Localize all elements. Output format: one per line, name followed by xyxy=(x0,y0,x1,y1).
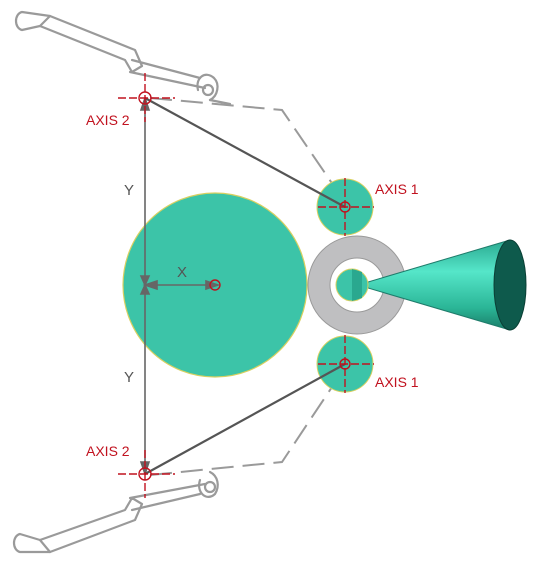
large-wheel-center-marker xyxy=(209,279,221,291)
axis-markers xyxy=(118,73,374,498)
axis-links xyxy=(144,97,346,475)
axis2-top-label: AXIS 2 xyxy=(86,112,130,128)
axis1-top-label: AXIS 1 xyxy=(375,181,419,197)
axis1-top-marker xyxy=(318,178,374,236)
upper-sketch-linkage xyxy=(14,10,232,106)
axis1-bottom-label: AXIS 1 xyxy=(375,374,419,390)
axis2-top-marker xyxy=(118,73,175,122)
dimension-lines xyxy=(139,95,221,477)
axis2-bottom-marker xyxy=(118,450,175,498)
lower-dashed-arm xyxy=(149,374,341,476)
axis2-bottom-label: AXIS 2 xyxy=(86,443,130,459)
dim-y-top-label: Y xyxy=(124,182,134,199)
upper-dashed-arm xyxy=(149,97,341,196)
dim-x-label: X xyxy=(177,264,187,281)
cone xyxy=(335,239,527,331)
dim-y-bottom-label: Y xyxy=(124,369,134,386)
axis1-bottom-marker xyxy=(318,335,374,393)
lower-sketch-linkage xyxy=(12,470,219,554)
